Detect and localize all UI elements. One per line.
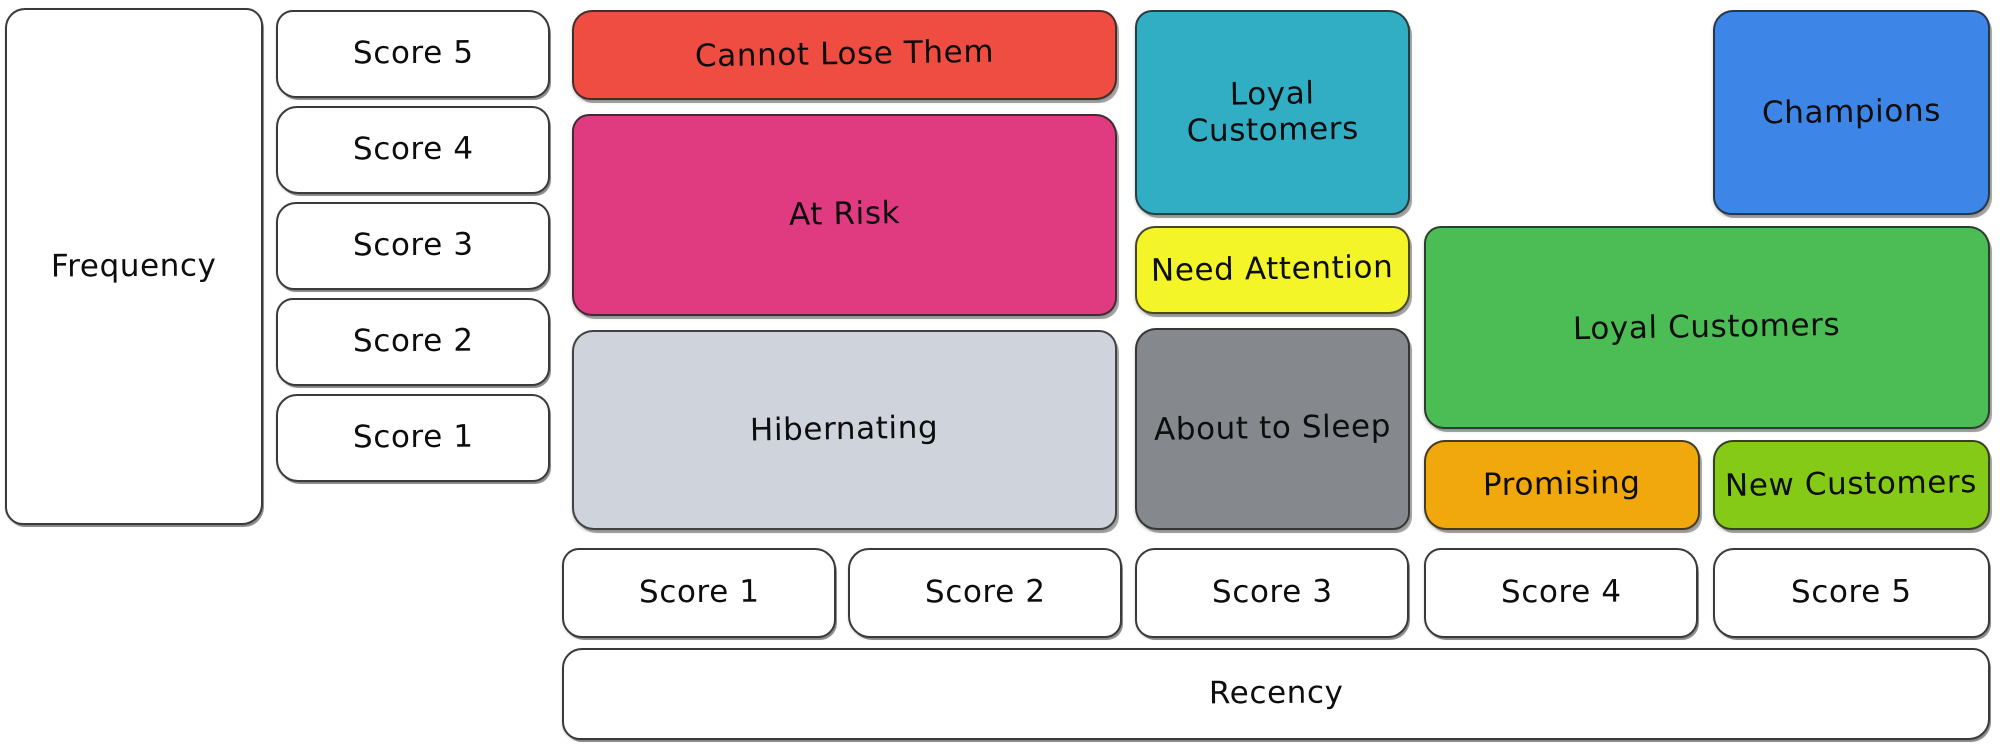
recency-score-5[interactable]: Score 5 (1713, 548, 1990, 638)
segment-loyal-customers-green-label: Loyal Customers (1573, 306, 1841, 347)
segment-promising-label: Promising (1482, 464, 1641, 504)
frequency-score-3[interactable]: Score 3 (276, 202, 550, 290)
segment-new-customers-label: New Customers (1725, 464, 1978, 505)
frequency-score-2[interactable]: Score 2 (276, 298, 550, 386)
frequency-score-2-label: Score 2 (352, 322, 474, 360)
recency-axis-label: Recency (562, 648, 1990, 740)
frequency-score-3-label: Score 3 (352, 226, 474, 264)
segment-need-attention[interactable]: Need Attention (1135, 226, 1410, 314)
frequency-axis-label: Frequency (5, 8, 263, 525)
recency-axis-label-text: Recency (1208, 674, 1344, 712)
frequency-score-1[interactable]: Score 1 (276, 394, 550, 482)
recency-score-5-label: Score 5 (1791, 573, 1912, 611)
segment-champions[interactable]: Champions (1713, 10, 1990, 215)
frequency-score-1-label: Score 1 (352, 418, 474, 456)
segment-cannot-lose-them-label: Cannot Lose Them (694, 33, 995, 75)
segment-promising[interactable]: Promising (1424, 440, 1700, 530)
segment-hibernating-label: Hibernating (750, 409, 939, 449)
recency-score-4[interactable]: Score 4 (1424, 548, 1698, 638)
frequency-score-4[interactable]: Score 4 (276, 106, 550, 194)
recency-score-2-label: Score 2 (924, 573, 1046, 611)
frequency-score-5[interactable]: Score 5 (276, 10, 550, 98)
segment-champions-label: Champions (1761, 92, 1942, 132)
recency-score-1[interactable]: Score 1 (562, 548, 836, 638)
segment-loyal-customers-green[interactable]: Loyal Customers (1424, 226, 1990, 429)
segment-at-risk[interactable]: At Risk (572, 114, 1117, 316)
segment-hibernating[interactable]: Hibernating (572, 330, 1117, 530)
recency-score-3-label: Score 3 (1211, 573, 1333, 611)
recency-score-2[interactable]: Score 2 (848, 548, 1122, 638)
frequency-score-5-label: Score 5 (352, 34, 474, 72)
segment-loyal-customers-teal[interactable]: Loyal Customers (1135, 10, 1410, 215)
segment-new-customers[interactable]: New Customers (1713, 440, 1990, 530)
recency-score-3[interactable]: Score 3 (1135, 548, 1409, 638)
segment-about-to-sleep-label: About to Sleep (1153, 408, 1392, 449)
frequency-axis-label-text: Frequency (51, 247, 217, 285)
segment-loyal-customers-teal-label: Loyal Customers (1186, 75, 1360, 149)
segment-at-risk-label: At Risk (788, 195, 901, 234)
recency-score-1-label: Score 1 (638, 573, 760, 611)
segment-need-attention-label: Need Attention (1151, 249, 1394, 290)
segment-cannot-lose-them[interactable]: Cannot Lose Them (572, 10, 1117, 100)
frequency-score-4-label: Score 4 (352, 130, 474, 168)
recency-score-4-label: Score 4 (1500, 573, 1622, 611)
segment-about-to-sleep[interactable]: About to Sleep (1135, 328, 1410, 530)
